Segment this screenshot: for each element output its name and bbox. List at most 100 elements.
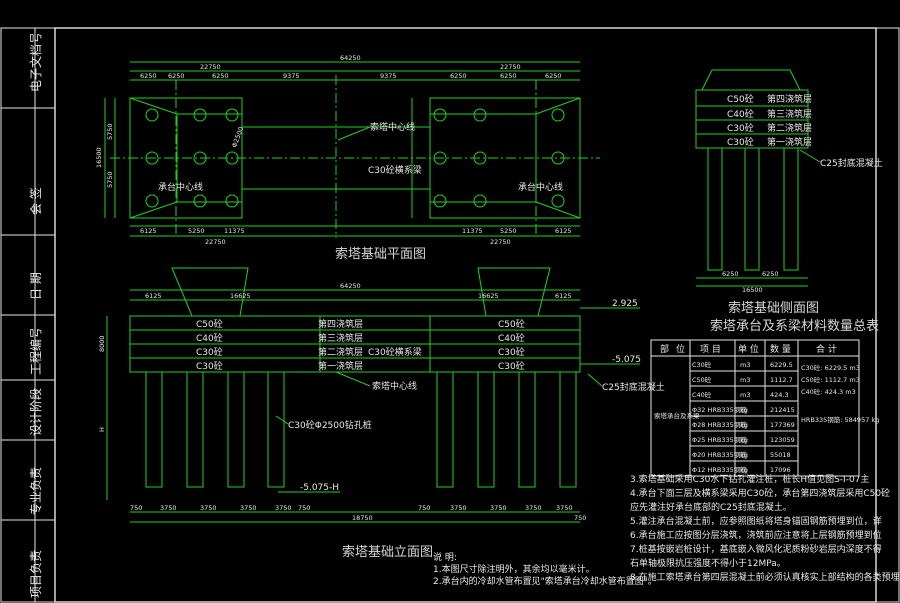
table-cell-qty: 55018 xyxy=(770,451,791,459)
side-dim: 6250 xyxy=(762,270,779,278)
elev-dim-bottom: 3750 xyxy=(525,504,542,512)
table-header: 部 xyxy=(660,343,669,355)
elev-seal: C25封底混凝土 xyxy=(602,381,665,393)
side-layer: C30砼 xyxy=(727,122,754,134)
elev-pile-elev: -5.075-H xyxy=(300,483,339,493)
elev-dim-part: 16625 xyxy=(230,292,251,300)
elev-dim-total: 64250 xyxy=(340,282,361,290)
plan-dim-bottom: 5250 xyxy=(500,227,517,235)
side-layer: C30砼 xyxy=(727,136,754,148)
plan-view: 64250 22750 22750 6250 6250 6250 9375 93… xyxy=(95,54,600,262)
table-cell-qty: 6229.5 xyxy=(770,361,793,369)
table-cell-item: Φ20 HRB335钢筋 xyxy=(692,450,747,459)
table-header: 数 量 xyxy=(770,343,791,355)
table-cell-qty: 17096 xyxy=(770,466,791,474)
title-block-row: 电子文档号 xyxy=(28,32,43,92)
plan-label-cap-axis-right: 承台中心线 xyxy=(518,181,563,193)
table-total: HRB335钢筋: 584957 kg xyxy=(801,415,879,424)
note-line: 3.索塔基础采用C30水下钻孔灌注桩，桩长H值见图S-Ⅰ-07主 xyxy=(630,473,869,485)
title-block-row: 设计阶段 xyxy=(28,388,43,436)
table-cell-item: C30砼 xyxy=(692,360,712,369)
plan-dim-right: 22750 xyxy=(500,63,521,71)
table-header: 单 位 xyxy=(738,343,759,355)
side-layer: C40砼 xyxy=(727,108,754,120)
plan-dim-bottom: 11375 xyxy=(224,227,245,235)
elev-dim-bottom: 3750 xyxy=(160,504,177,512)
plan-label-beam: C30砼横系梁 xyxy=(368,164,422,176)
table-frame xyxy=(650,339,860,477)
table-cell-item: C40砼 xyxy=(692,390,712,399)
table-cell-item: C50砼 xyxy=(692,375,712,384)
note-line: 5.灌注承台混凝土前，应参照图纸将塔身锚固钢筋预埋到位，详 xyxy=(630,515,882,527)
elev-pour: 第三浇筑层 xyxy=(318,332,363,344)
elev-dim-bottom: 18750 xyxy=(352,514,373,522)
plan-dim-bottom: 11375 xyxy=(462,227,483,235)
elev-dim-bottom: 3750 xyxy=(240,504,257,512)
elev-dim-bottom: 3750 xyxy=(490,504,507,512)
plan-dim-bottom-total: 22750 xyxy=(205,238,226,246)
table-cell-unit: kg xyxy=(740,436,748,444)
title-block-row: 会 签 xyxy=(28,187,43,215)
plan-dim-part: 6250 xyxy=(168,72,185,80)
elev-dim-bottom: 750 xyxy=(298,504,310,512)
elev-piles xyxy=(145,371,577,488)
elev-layer: C40砼 xyxy=(196,332,223,344)
note-line: 1.本图尺寸除注明外，其余均以毫米计。 xyxy=(433,563,595,575)
elev-layer-right: C30砼 xyxy=(498,346,525,358)
elev-dim-bottom: 3750 xyxy=(275,504,292,512)
table-total: C40砼: 424.3 m3 xyxy=(801,387,856,396)
side-dim-total: 16500 xyxy=(742,286,763,294)
plan-dim-part: 9375 xyxy=(283,72,300,80)
quantity-table: 索塔承台及系梁材料数量总表 部 位 项 目 单 位 数 量 合 计 索塔承台及系… xyxy=(650,319,879,477)
note-line: 7.桩基按嵌岩桩设计，基底嵌入微风化泥质粉砂岩层内深度不得 xyxy=(630,543,882,555)
elev-layer-right: C50砼 xyxy=(498,318,525,330)
table-cell-item: Φ25 HRB335钢筋 xyxy=(692,435,747,444)
title-block-row: 日 期 xyxy=(29,272,43,300)
elev-dim-bottom: 3750 xyxy=(450,504,467,512)
title-block-row: 工程编号 xyxy=(28,327,43,375)
elev-top-elev: 2.925 xyxy=(612,299,638,309)
plan-dim-part: 6250 xyxy=(450,72,467,80)
table-title: 索塔承台及系梁材料数量总表 xyxy=(710,319,879,334)
elev-beam: C30砼横系梁 xyxy=(368,346,422,358)
table-cell-item: Φ12 HRB335钢筋 xyxy=(692,465,747,474)
note-line: 6.承台施工应按图分层浇筑，浇筑前应注意将上层钢筋预埋到位 xyxy=(630,529,882,541)
elev-dim-bottom: 3750 xyxy=(556,504,573,512)
side-view: C50砼 C40砼 C30砼 C30砼 第四浇筑层 第三浇筑层 第二浇筑层 第一… xyxy=(695,69,883,316)
elev-dim-part: 6125 xyxy=(555,292,572,300)
table-cell-item: Φ28 HRB335钢筋 xyxy=(692,420,747,429)
plan-label-cap-axis-left: 承台中心线 xyxy=(158,181,203,193)
elev-layer-right: C40砼 xyxy=(498,332,525,344)
elev-dim-left: H xyxy=(98,427,106,432)
plan-dim-part: 6250 xyxy=(545,72,562,80)
table-cell-item: Φ32 HRB335钢筋 xyxy=(692,405,747,414)
plan-dim-part: 6250 xyxy=(212,72,229,80)
elev-dim-bottom: 3750 xyxy=(200,504,217,512)
plan-dim-bottom-total: 22750 xyxy=(490,238,511,246)
table-cell-qty: 177369 xyxy=(770,421,795,429)
side-seal-note: C25封底混凝土 xyxy=(820,157,883,169)
note-line: 2.承台内的冷却水管布置见"索塔承台冷却水管布置图"。 xyxy=(433,575,657,587)
table-cell-unit: kg xyxy=(740,406,748,414)
elevation-view: C50砼 C40砼 C30砼 C30砼 C50砼 C40砼 C30砼 C30砼 … xyxy=(98,267,665,560)
table-cell-unit: kg xyxy=(740,421,748,429)
table-cell-unit: m3 xyxy=(740,361,750,369)
plan-dim-bottom: 6125 xyxy=(555,227,572,235)
note-line: 8.在施工索塔承台第四层混凝土前必须认真核实上部结构的各类预埋件和钢筋 xyxy=(630,571,900,583)
table-group-label: 索塔承台及系梁 xyxy=(654,411,700,420)
elev-dim-part: 6125 xyxy=(145,292,162,300)
elev-pile-label: C30砼Φ2500钻孔桩 xyxy=(288,419,372,431)
side-dim: 6250 xyxy=(722,270,739,278)
table-cell-qty: 123059 xyxy=(770,436,795,444)
side-layer: C50砼 xyxy=(727,93,754,105)
notes-header: 说 明: xyxy=(433,551,457,563)
table-total: C30砼: 6229.5 m3 xyxy=(801,363,860,372)
table-cell-qty: 212415 xyxy=(770,406,795,414)
elev-dim-bottom: 750 xyxy=(130,504,142,512)
elev-bottom-elev: -5.075 xyxy=(612,355,641,365)
plan-dim-a: 5750 xyxy=(106,123,114,140)
table-header: 项 目 xyxy=(700,344,721,355)
